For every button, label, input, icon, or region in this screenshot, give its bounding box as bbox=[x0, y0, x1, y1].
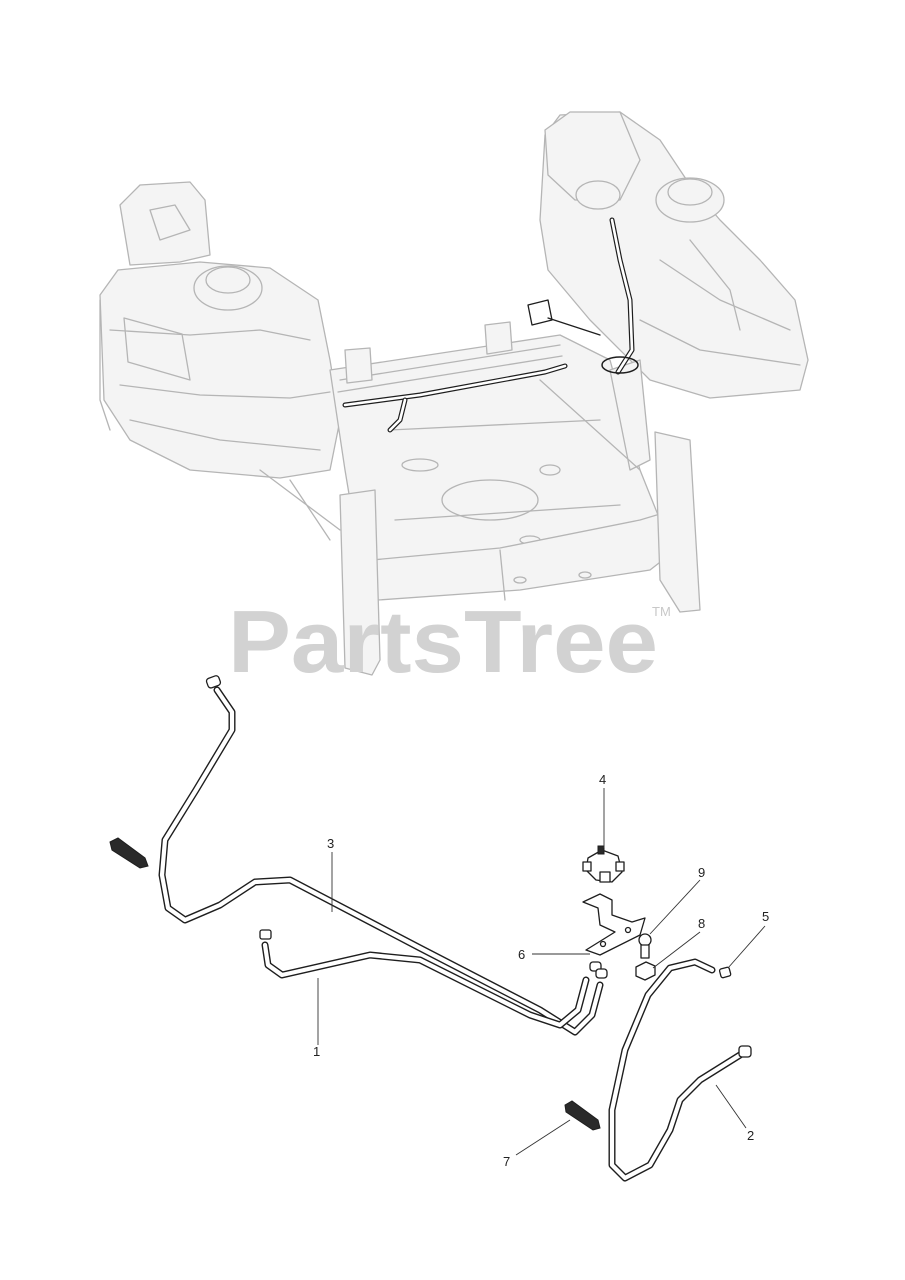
mounting-bracket-6 bbox=[582, 893, 646, 956]
hose-end-fitting bbox=[738, 1045, 752, 1058]
installed-hoses bbox=[342, 217, 639, 433]
hose-end-fitting bbox=[205, 675, 222, 689]
fuel-line-2 bbox=[608, 958, 752, 1182]
right-fuel-tank bbox=[539, 111, 809, 399]
callout-5: 5 bbox=[762, 909, 769, 924]
bolt-9 bbox=[638, 933, 652, 959]
fuel-line-1 bbox=[259, 929, 590, 1029]
left-fuel-tank bbox=[99, 181, 341, 479]
main-frame bbox=[259, 321, 701, 676]
nut-8 bbox=[635, 961, 656, 981]
callout-3: 3 bbox=[327, 836, 334, 851]
watermark-brand: PartsTree bbox=[228, 592, 658, 691]
valve-fittings bbox=[589, 961, 608, 979]
callout-4: 4 bbox=[599, 772, 606, 787]
callout-1: 1 bbox=[313, 1044, 320, 1059]
callout-8: 8 bbox=[698, 916, 705, 931]
callout-labels: 1 2 3 4 5 6 7 8 9 bbox=[313, 772, 769, 1169]
tie-strap-7 bbox=[109, 837, 601, 1131]
callout-2: 2 bbox=[747, 1128, 754, 1143]
hose-clamp-5 bbox=[718, 966, 732, 979]
callout-6: 6 bbox=[518, 947, 525, 962]
fuel-line-3 bbox=[158, 675, 604, 1036]
watermark-trademark: TM bbox=[652, 604, 671, 619]
partstree-watermark: PartsTree TM bbox=[228, 592, 671, 691]
hose-clip bbox=[259, 929, 272, 940]
shutoff-valve-4 bbox=[582, 845, 625, 883]
leader-lines bbox=[317, 788, 766, 1156]
callout-7: 7 bbox=[503, 1154, 510, 1169]
callout-9: 9 bbox=[698, 865, 705, 880]
mower-chassis-ghost bbox=[99, 111, 809, 676]
